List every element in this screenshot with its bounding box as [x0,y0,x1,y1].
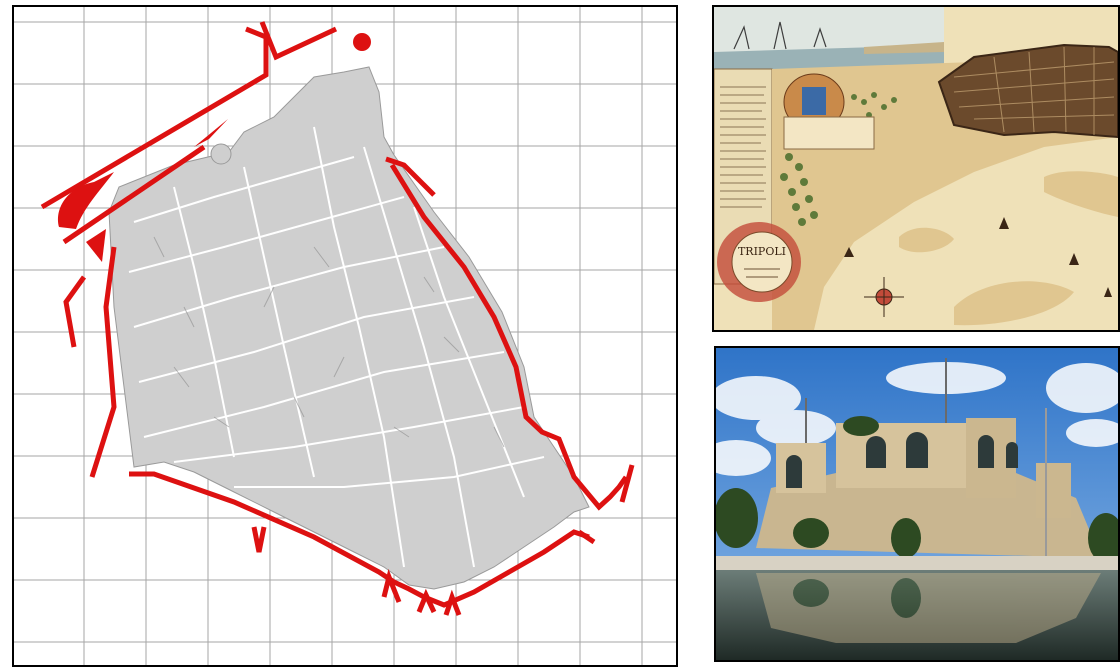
compass-rose-icon [864,277,904,317]
legend-lines [720,86,766,208]
ship-icons [844,217,1112,297]
cartouche: TRIPOLI [717,73,875,302]
castle-photo-svg [716,348,1118,660]
city-plan-map [12,5,678,667]
castle-reflection [756,573,1101,643]
city-walls [40,21,635,616]
palm-trees [716,416,1118,563]
old-city-blocks [108,66,590,590]
bastion-shapes [58,33,371,262]
castle-photograph [714,346,1120,662]
harbor-water [716,570,1118,660]
castle-building [756,358,1101,558]
promenade [716,556,1118,570]
map-title: TRIPOLI [738,245,786,258]
historic-map-svg: TRIPOLI [714,7,1118,330]
city-plan-svg [14,7,676,665]
walled-city [937,43,1118,139]
historic-map-engraving: TRIPOLI [712,5,1120,332]
